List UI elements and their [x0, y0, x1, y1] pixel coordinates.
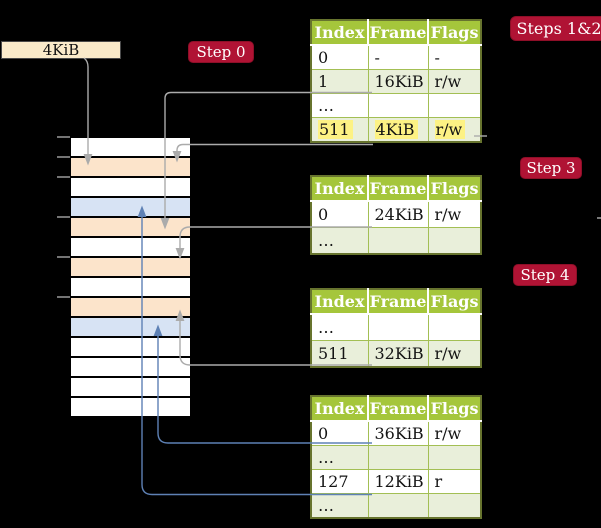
cell-index: 127 — [310, 469, 369, 494]
cell-index: 1 — [310, 69, 369, 94]
cell-flags: r/w — [427, 340, 482, 368]
memory-frame-row — [71, 318, 190, 338]
memory-frame-row — [71, 358, 190, 378]
cell-flags: r — [427, 469, 482, 494]
table-row: … — [310, 493, 482, 519]
cell-index: … — [310, 313, 369, 341]
cell-flags: r/w — [427, 69, 482, 94]
memory-frame-row — [71, 178, 190, 198]
memory-frame-row — [71, 158, 190, 178]
column-header-index: Index — [311, 289, 368, 315]
physical-memory-column — [71, 136, 190, 418]
cell-flags: r/w — [427, 117, 482, 143]
memory-address-ticks — [57, 136, 70, 298]
cell-index: 0 — [310, 44, 369, 70]
cell-frame — [367, 93, 429, 118]
cell-index: … — [310, 493, 369, 519]
cell-flags: - — [427, 44, 482, 70]
cell-frame: 24KiB — [367, 200, 429, 228]
cell-index: … — [310, 227, 369, 255]
highlighted-value: r/w — [434, 120, 466, 139]
highlighted-value: 511 — [318, 120, 353, 139]
table-row: 0 24KiB r/w — [310, 200, 482, 228]
memory-frame-row — [71, 278, 190, 298]
cell-index: … — [310, 445, 369, 470]
table-row: 1 16KiB r/w — [310, 69, 482, 94]
cell-flags — [427, 227, 482, 255]
table-row: 0 36KiB r/w — [310, 420, 482, 446]
cell-frame: 32KiB — [367, 340, 429, 368]
badge-step-0: Step 0 — [188, 41, 254, 63]
table-header-row: Index Frame Flags — [311, 396, 481, 422]
page-table-final-level: Index Frame Flags 0 36KiB r/w … 127 12Ki… — [310, 395, 482, 519]
cell-frame: 4KiB — [367, 117, 429, 143]
column-header-frame: Frame — [367, 176, 428, 202]
cell-frame — [367, 493, 429, 519]
column-header-flags: Flags — [427, 396, 481, 422]
cell-index: 511 — [310, 340, 369, 368]
cell-frame: 12KiB — [367, 469, 429, 494]
cell-index: … — [310, 93, 369, 118]
memory-frame-row — [71, 398, 190, 418]
memory-frame-row — [71, 198, 190, 218]
table-row-highlighted: 511 4KiB r/w — [310, 117, 482, 143]
memory-frame-row — [71, 258, 190, 278]
cell-frame — [367, 227, 429, 255]
column-header-frame: Frame — [367, 289, 428, 315]
page-table-steps-1-2: Index Frame Flags 0 - - 1 16KiB r/w … 51… — [310, 19, 482, 143]
column-header-frame: Frame — [367, 20, 428, 46]
memory-frame-row — [71, 298, 190, 318]
column-header-index: Index — [311, 396, 368, 422]
cell-flags — [427, 493, 482, 519]
memory-frame-row — [71, 138, 190, 158]
table-row: … — [310, 227, 482, 255]
memory-frame-row — [71, 238, 190, 258]
column-header-flags: Flags — [427, 20, 481, 46]
cell-frame — [367, 313, 429, 341]
page-table-step-3: Index Frame Flags 0 24KiB r/w … — [310, 175, 482, 255]
table-row: 0 - - — [310, 44, 482, 70]
cell-frame: 36KiB — [367, 420, 429, 446]
cell-index: 511 — [310, 117, 369, 143]
cell-flags — [427, 445, 482, 470]
column-header-flags: Flags — [427, 289, 481, 315]
badge-steps-1-2: Steps 1&2 — [510, 16, 601, 41]
memory-frame-row — [71, 218, 190, 238]
table-row: 127 12KiB r — [310, 469, 482, 494]
cell-frame — [367, 445, 429, 470]
table-row: … — [310, 313, 482, 341]
page-table-step-4: Index Frame Flags … 511 32KiB r/w — [310, 288, 482, 368]
table-row: … — [310, 93, 482, 118]
cell-index: 0 — [310, 420, 369, 446]
arrow-entry511-to-4kib — [176, 143, 373, 152]
cell-flags — [427, 313, 482, 341]
table-row: … — [310, 445, 482, 470]
memory-frame-row — [71, 338, 190, 358]
table-header-row: Index Frame Flags — [311, 289, 481, 315]
cell-flags: r/w — [427, 200, 482, 228]
root-table-address-box: 4KiB — [1, 41, 121, 59]
column-header-index: Index — [311, 176, 368, 202]
table-header-row: Index Frame Flags — [311, 20, 481, 46]
cell-flags: r/w — [427, 420, 482, 446]
table-row: 511 32KiB r/w — [310, 340, 482, 368]
badge-step-4: Step 4 — [513, 264, 577, 286]
cell-frame: - — [367, 44, 429, 70]
highlighted-value: 4KiB — [374, 120, 418, 139]
table-header-row: Index Frame Flags — [311, 176, 481, 202]
cell-index: 0 — [310, 200, 369, 228]
cell-frame: 16KiB — [367, 69, 429, 94]
cell-flags — [427, 93, 482, 118]
badge-step-3: Step 3 — [520, 157, 582, 179]
column-header-index: Index — [311, 20, 368, 46]
column-header-frame: Frame — [367, 396, 428, 422]
memory-frame-row — [71, 378, 190, 398]
column-header-flags: Flags — [427, 176, 481, 202]
